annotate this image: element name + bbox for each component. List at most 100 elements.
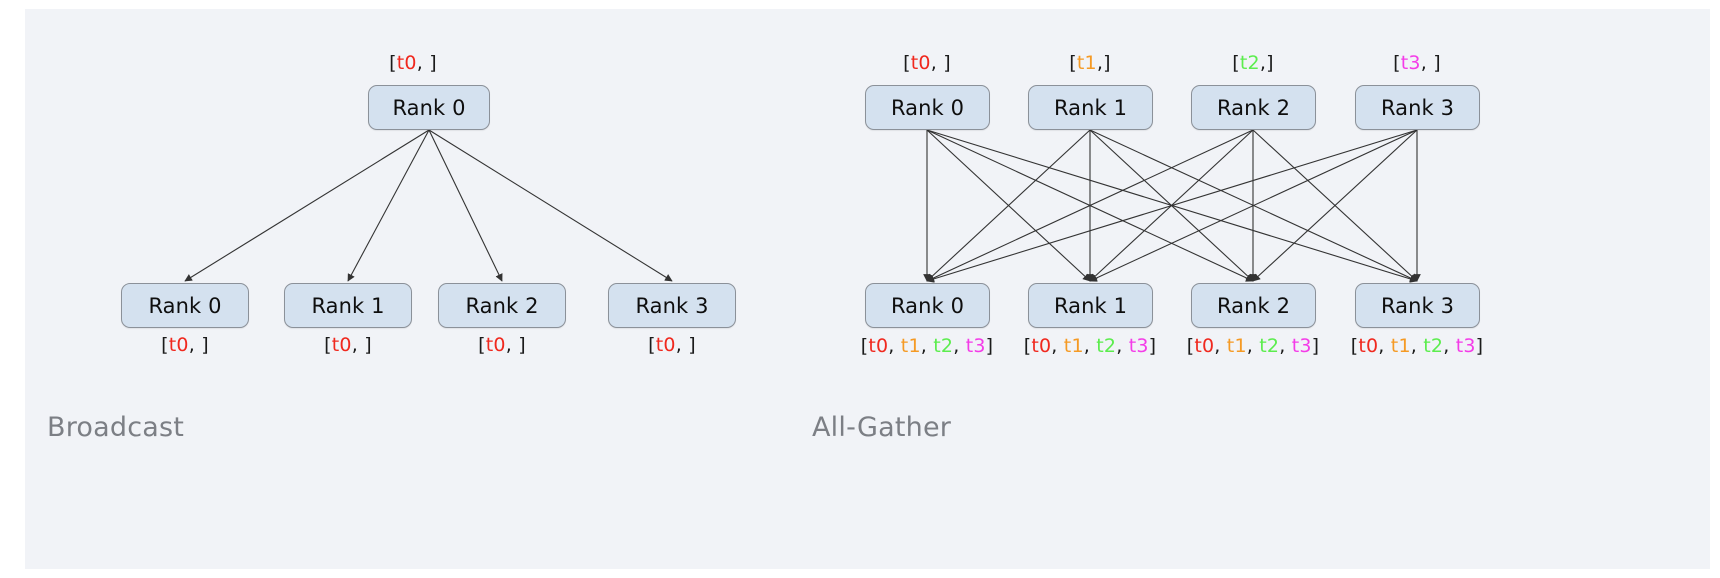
broadcast-edge-to-rank3 [428, 129, 673, 282]
token-punct: [ [161, 334, 169, 356]
broadcast-bottom-node-rank0[interactable]: Rank 0 [121, 283, 249, 328]
token-punct: , [1420, 52, 1427, 74]
allgather-edge-3-to-2 [1252, 129, 1418, 282]
allgather-top-tokens-rank3: [t3, ] [1347, 52, 1487, 74]
allgather-edge-1-to-2 [1089, 129, 1254, 282]
token-punct: , [1214, 335, 1221, 357]
token-punct: [ [1393, 52, 1401, 74]
token-punct: , [675, 334, 682, 356]
token-punct: ] [518, 334, 526, 356]
token-punct: , [1259, 52, 1267, 74]
token-punct: ] [201, 334, 209, 356]
token-punct: , [1443, 335, 1450, 357]
allgather-bottom-tokens-rank3: [t0, t1, t2, t3] [1327, 335, 1507, 357]
token-t1: t1 [1063, 335, 1084, 357]
token-t0: t0 [1031, 335, 1052, 357]
token-punct: [ [478, 334, 486, 356]
token-punct: ] [1148, 335, 1157, 357]
token-punct: , [188, 334, 195, 356]
token-t0: t0 [910, 52, 931, 74]
token-punct: , [416, 52, 423, 74]
allgather-edge-3-to-1 [1089, 129, 1418, 282]
allgather-bottom-node-rank0[interactable]: Rank 0 [865, 283, 990, 328]
broadcast-bottom-tokens-rank3: [t0, ] [602, 334, 742, 356]
allgather-edge-2-to-3 [1252, 129, 1418, 282]
token-punct: ] [688, 334, 696, 356]
token-punct: [ [389, 52, 397, 74]
broadcast-edge-to-rank0 [184, 129, 430, 282]
token-punct: ] [1475, 335, 1484, 357]
token-punct: , [953, 335, 960, 357]
allgather-top-node-rank2[interactable]: Rank 2 [1191, 85, 1316, 130]
broadcast-bottom-node-rank2[interactable]: Rank 2 [438, 283, 566, 328]
allgather-edge-2-to-0 [926, 129, 1254, 282]
token-punct: ] [985, 335, 994, 357]
broadcast-bottom-node-rank1[interactable]: Rank 1 [284, 283, 412, 328]
allgather-bottom-node-rank3[interactable]: Rank 3 [1355, 283, 1480, 328]
token-punct: , [1096, 52, 1104, 74]
token-t0: t0 [331, 334, 352, 356]
allgather-edge-3-to-0 [926, 129, 1418, 283]
allgather-bottom-node-rank1[interactable]: Rank 1 [1028, 283, 1153, 328]
token-punct: , [1246, 335, 1253, 357]
token-punct: [ [1023, 335, 1032, 357]
diagram-canvas: [t0, ] Rank 0 Rank 0 [t0, ] Rank 1 [t0, … [25, 9, 1710, 569]
allgather-top-tokens-rank1: [t1,] [1020, 52, 1160, 74]
token-punct: [ [324, 334, 332, 356]
token-punct: , [505, 334, 512, 356]
allgather-bottom-tokens-rank0: [t0, t1, t2, t3] [837, 335, 1017, 357]
allgather-top-tokens-rank2: [t2,] [1183, 52, 1323, 74]
token-t2: t2 [1259, 335, 1280, 357]
token-t0: t0 [485, 334, 506, 356]
token-t3: t3 [965, 335, 986, 357]
allgather-edge-1-to-0 [926, 129, 1091, 282]
token-t0: t0 [396, 52, 417, 74]
token-t3: t3 [1291, 335, 1312, 357]
broadcast-bottom-node-rank3[interactable]: Rank 3 [608, 283, 736, 328]
token-punct: , [1279, 335, 1286, 357]
broadcast-edge-to-rank2 [428, 129, 503, 282]
allgather-top-node-rank1[interactable]: Rank 1 [1028, 85, 1153, 130]
token-punct: , [1378, 335, 1385, 357]
token-t3: t3 [1455, 335, 1476, 357]
token-t3: t3 [1400, 52, 1421, 74]
token-t2: t2 [933, 335, 954, 357]
token-t2: t2 [1096, 335, 1117, 357]
allgather-edge-0-to-2 [926, 129, 1254, 282]
broadcast-edge-to-rank1 [347, 129, 430, 282]
token-t0: t0 [655, 334, 676, 356]
token-t1: t1 [1226, 335, 1247, 357]
broadcast-top-tokens-rank0: [t0, ] [343, 52, 483, 74]
allgather-top-node-rank0[interactable]: Rank 0 [865, 85, 990, 130]
token-t3: t3 [1128, 335, 1149, 357]
allgather-bottom-tokens-rank1: [t0, t1, t2, t3] [1000, 335, 1180, 357]
token-punct: , [920, 335, 927, 357]
allgather-edge-1-to-3 [1089, 129, 1418, 282]
broadcast-bottom-tokens-rank1: [t0, ] [278, 334, 418, 356]
broadcast-top-node-rank0[interactable]: Rank 0 [368, 85, 490, 130]
broadcast-bottom-tokens-rank0: [t0, ] [115, 334, 255, 356]
token-punct: ] [1311, 335, 1320, 357]
token-punct: ] [1266, 52, 1274, 74]
token-punct: , [888, 335, 895, 357]
all-gather-caption: All-Gather [812, 412, 952, 443]
token-punct: [ [860, 335, 869, 357]
allgather-edge-2-to-1 [1089, 129, 1254, 282]
token-punct: [ [1186, 335, 1195, 357]
token-punct: ] [429, 52, 437, 74]
token-t2: t2 [1423, 335, 1444, 357]
token-punct: [ [903, 52, 911, 74]
token-t0: t0 [168, 334, 189, 356]
token-punct: ] [1433, 52, 1441, 74]
token-t2: t2 [1239, 52, 1260, 74]
token-t1: t1 [1390, 335, 1411, 357]
allgather-bottom-node-rank2[interactable]: Rank 2 [1191, 283, 1316, 328]
token-punct: [ [648, 334, 656, 356]
allgather-edge-0-to-3 [926, 129, 1418, 283]
broadcast-bottom-tokens-rank2: [t0, ] [432, 334, 572, 356]
token-punct: , [351, 334, 358, 356]
allgather-top-node-rank3[interactable]: Rank 3 [1355, 85, 1480, 130]
token-punct: [ [1069, 52, 1077, 74]
token-punct: [ [1232, 52, 1240, 74]
allgather-edge-0-to-1 [926, 129, 1091, 282]
